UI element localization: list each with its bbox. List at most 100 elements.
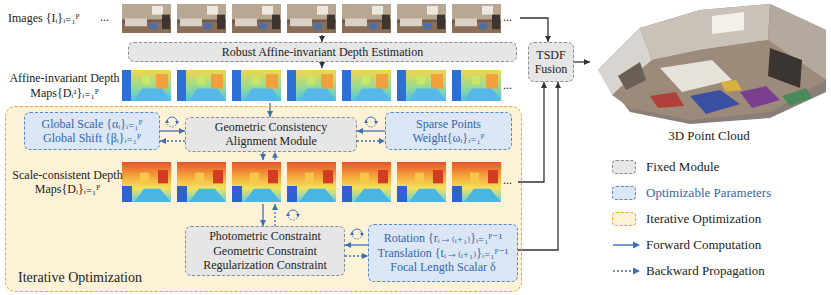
legend-text: Optimizable Parameters [646, 185, 771, 201]
image-thumbnail [122, 4, 171, 33]
strip-heading: Images {Iᵢ}ᵢ₌₁ᴾ [5, 11, 101, 25]
image-thumbnail [342, 4, 391, 33]
loop-head [374, 121, 378, 125]
legend-text: Fixed Module [646, 159, 719, 175]
connector [272, 204, 278, 226]
box-text: Photometric Constraint [190, 229, 340, 243]
fixed-module-box: TSDF Fusion [528, 42, 574, 82]
connector [319, 62, 325, 68]
connector [574, 59, 590, 65]
legend-text: Backward Propagation [646, 263, 765, 279]
loop-icon [350, 229, 364, 239]
cloud-silhouette [598, 4, 826, 124]
loop-head [175, 121, 179, 125]
image-thumbnail [452, 4, 501, 33]
ellipsis-label: ... [503, 78, 512, 92]
connector [357, 128, 385, 134]
legend-line [613, 244, 634, 245]
box-text: Geometric Consistency Alignment Module [190, 120, 352, 149]
arrowhead [319, 62, 325, 68]
legend-row: Fixed Module [612, 158, 719, 176]
connector [160, 138, 185, 144]
connector [520, 18, 551, 42]
box-text: 3D Point Cloud [668, 128, 750, 144]
depth-thumbnail [287, 162, 336, 202]
region-fill [5, 106, 522, 292]
connector [357, 138, 385, 144]
cloud-clutter [782, 88, 812, 106]
box-text: Global Scale {αᵢ}ᵢ₌₁ᴾ [29, 117, 155, 131]
depth-thumbnail [232, 70, 281, 101]
point-cloud [598, 4, 826, 124]
region-title: Iterative Optimization [18, 270, 142, 286]
image-thumbnail [287, 4, 336, 33]
arrowhead [584, 59, 590, 65]
legend-text: Forward Computation [646, 237, 761, 253]
legend-arrowhead [633, 268, 640, 275]
connector [345, 253, 368, 259]
cloud-furniture [768, 48, 802, 88]
legend-swatch [612, 160, 636, 174]
depth-thumbnail [177, 162, 226, 202]
box-text: Sparse Points Weight{ωᵢ}ᵢ₌₁ᴾ [390, 117, 507, 146]
legend-line [613, 270, 634, 271]
legend-swatch [612, 212, 636, 226]
arrowhead [260, 154, 266, 160]
box-text: Regularization Constraint [190, 258, 340, 272]
ellipsis-label: ... [503, 10, 512, 24]
parameter-box: Global Scale {αᵢ}ᵢ₌₁ᴾGlobal Shift {βᵢ}ᵢ₌… [24, 112, 160, 150]
depth-thumbnail [232, 162, 281, 202]
connector [272, 152, 278, 160]
cloud-bed [660, 60, 732, 92]
connector [160, 128, 185, 134]
legend-swatch [612, 186, 636, 200]
legend-row: Backward Propagation [612, 262, 765, 280]
connector [319, 35, 325, 42]
point-cloud-panel: 3D Point Cloud [590, 2, 828, 144]
loop-icon [364, 117, 378, 127]
arrowhead [555, 82, 561, 88]
cloud-clutter [720, 80, 742, 92]
arrowhead [541, 82, 547, 88]
legend-row: Iterative Optimization [612, 210, 761, 228]
cloud-floor [612, 40, 826, 120]
image-thumbnail [232, 4, 281, 33]
depth-thumbnail [177, 70, 226, 101]
box-text: Robust Affine-invariant Depth Estimation [133, 45, 512, 59]
depth-thumbnail [452, 162, 501, 202]
depth-thumbnail [397, 162, 446, 202]
depth-thumbnail [342, 70, 391, 101]
image-thumbnail [177, 4, 226, 33]
map-strip: Scale-consistent Depth Maps{Dᵢ}ᵢ₌₁ᴾ [8, 160, 518, 204]
parameter-box: Rotation {rᵢ→₍ᵢ₊₁₎}ᵢ₌₁ᴾ⁻¹Translation {tᵢ… [368, 224, 518, 282]
iteration-region: Iterative Optimization Global Scale {αᵢ}ᵢ… [5, 106, 522, 292]
connector [518, 82, 547, 182]
strip-heading: Scale-consistent Depth Maps{Dᵢ}ᵢ₌₁ᴾ [8, 168, 124, 197]
box-text: Rotation {rᵢ→₍ᵢ₊₁₎}ᵢ₌₁ᴾ⁻¹ [373, 231, 513, 245]
box-text: Focal Length Scalar δ [373, 260, 513, 274]
depth-thumbnail [122, 162, 171, 202]
box-text: TSDF Fusion [533, 48, 569, 77]
depth-thumbnail [452, 70, 501, 101]
connector [345, 242, 368, 248]
depth-thumbnail [342, 162, 391, 202]
box-text: Translation {tᵢ→₍ᵢ₊₁₎}ᵢ₌₁ᴾ⁻¹ [373, 246, 513, 260]
loop-head [350, 232, 354, 236]
fixed-module-box: Photometric ConstraintGeometric Constrai… [185, 226, 345, 276]
strip-heading: Affine-invariant Depth Maps{Dᵢᵃ}ᵢ₌₁ᴾ [5, 71, 121, 100]
arrowhead [272, 204, 278, 210]
connector [260, 152, 266, 160]
cloud-clutter [690, 90, 740, 114]
loop-head [364, 120, 368, 124]
depth-thumbnail [122, 70, 171, 101]
label-holder: ... [503, 78, 512, 93]
loop-head [296, 214, 300, 218]
legend-line-sample [612, 264, 640, 278]
connector [518, 82, 561, 250]
map-strip: Affine-invariant Depth Maps{Dᵢᵃ}ᵢ₌₁ᴾ [5, 68, 520, 103]
arrowhead [345, 242, 351, 248]
connector-line [520, 18, 548, 42]
fixed-module-box: Geometric Consistency Alignment Module [185, 117, 357, 152]
cloud-clutter [650, 92, 684, 108]
cloud-clutter [618, 62, 646, 90]
